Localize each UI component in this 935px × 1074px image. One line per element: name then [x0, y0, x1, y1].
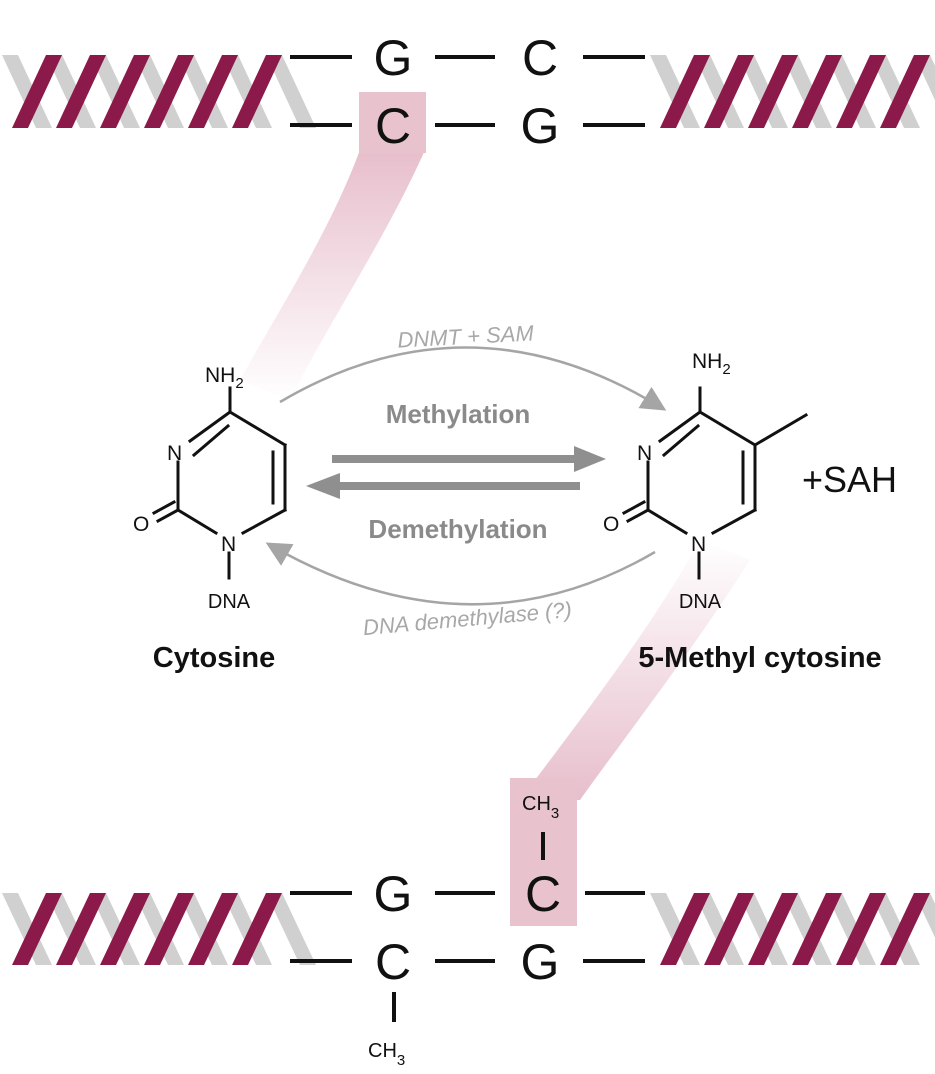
methylcytosine-amine: NH2 — [692, 350, 731, 378]
helix-front-strand — [100, 893, 150, 965]
reverse-arrowhead — [306, 473, 340, 499]
helix-back-strand — [738, 55, 788, 128]
helix-back-strand — [738, 893, 788, 965]
helix-back-strand — [2, 893, 52, 965]
cytosine-dna: DNA — [208, 591, 251, 613]
helix-back-strand — [2, 55, 52, 128]
helix-front-strand — [880, 893, 930, 965]
top-base-pairs: G C C G — [290, 30, 645, 154]
top-upper-left-base: G — [374, 30, 413, 86]
methylcytosine-name: 5-Methyl cytosine — [638, 642, 881, 674]
bottom-lower-right-base: G — [521, 934, 560, 990]
bottom-upper-left-base: G — [374, 866, 413, 922]
top-lower-left-base: C — [375, 98, 411, 154]
helix-front-strand — [748, 55, 798, 128]
helix-front-strand — [836, 893, 886, 965]
helix-back-strand — [782, 893, 832, 965]
helix-back-strand — [870, 893, 920, 965]
reaction-arrows: Methylation Demethylation DNMT + SAM DNA… — [265, 320, 667, 640]
helix-front-strand — [704, 55, 754, 128]
helix-back-strand — [134, 893, 184, 965]
helix-front-strand — [12, 55, 62, 128]
dna-helix-bottom-right — [650, 893, 935, 965]
helix-back-strand — [650, 893, 700, 965]
methylcytosine-n1: N — [691, 533, 706, 556]
helix-back-strand — [826, 893, 876, 965]
helix-back-strand — [826, 55, 876, 128]
helix-front-strand — [188, 55, 238, 128]
helix-front-strand — [792, 893, 842, 965]
helix-back-strand — [46, 893, 96, 965]
forward-curve-arrow — [279, 346, 667, 411]
forward-enzyme-label: DNMT + SAM — [397, 320, 535, 352]
methylcytosine-n3: N — [637, 442, 652, 465]
bottom-base-pairs: CH3 G C C G CH3 — [290, 778, 645, 1069]
helix-front-strand — [748, 893, 798, 965]
cytosine-name: Cytosine — [153, 642, 275, 674]
forward-arrowhead — [574, 446, 606, 472]
bottom-upper-right-base: C — [525, 866, 561, 922]
helix-back-strand — [134, 55, 184, 128]
helix-back-strand — [90, 55, 140, 128]
helix-front-strand — [660, 893, 710, 965]
top-upper-right-base: C — [522, 30, 558, 86]
cytosine-n3: N — [167, 442, 182, 465]
helix-back-strand — [266, 55, 316, 128]
helix-front-strand — [660, 55, 710, 128]
bottom-upper-methyl: CH3 — [522, 793, 559, 822]
helix-front-strand — [232, 55, 282, 128]
demethylation-label: Demethylation — [368, 514, 547, 544]
top-lower-right-base: G — [521, 98, 560, 154]
helix-front-strand — [56, 55, 106, 128]
dna-helix-bottom-left — [2, 893, 316, 965]
helix-back-strand — [694, 55, 744, 128]
helix-front-strand — [144, 55, 194, 128]
top-highlight-box — [359, 92, 426, 153]
helix-back-strand — [222, 55, 272, 128]
helix-front-strand — [880, 55, 930, 128]
cytosine-n1: N — [221, 533, 236, 556]
helix-front-strand — [12, 893, 62, 965]
bottom-connector-shadow — [520, 540, 750, 800]
helix-back-strand — [46, 55, 96, 128]
helix-back-strand — [178, 55, 228, 128]
helix-front-strand — [56, 893, 106, 965]
helix-back-strand — [222, 893, 272, 965]
bottom-lower-left-base: C — [375, 934, 411, 990]
helix-back-strand — [266, 893, 316, 965]
helix-front-strand — [188, 893, 238, 965]
helix-back-strand — [782, 55, 832, 128]
reverse-curve-arrow — [265, 542, 656, 606]
helix-back-strand — [90, 893, 140, 965]
cytosine-structure: NH2 N N O DNA Cytosine — [133, 364, 288, 674]
dna-helix-top-left — [2, 55, 316, 128]
helix-back-strand — [650, 55, 700, 128]
helix-front-strand — [144, 893, 194, 965]
cytosine-oxygen: O — [133, 513, 149, 536]
methylcytosine-dna: DNA — [679, 591, 722, 613]
helix-front-strand — [836, 55, 886, 128]
dna-helix-top-right — [650, 55, 935, 128]
bottom-lower-methyl: CH3 — [368, 1040, 405, 1069]
helix-back-strand — [178, 893, 228, 965]
methylcytosine-oxygen: O — [603, 513, 619, 536]
cytosine-amine: NH2 — [205, 364, 244, 392]
helix-back-strand — [870, 55, 920, 128]
top-connector-shadow — [240, 150, 425, 400]
helix-back-strand — [914, 893, 935, 938]
sah-byproduct: +SAH — [802, 459, 897, 500]
helix-front-strand — [232, 893, 282, 965]
helix-front-strand — [100, 55, 150, 128]
helix-front-strand — [792, 55, 842, 128]
helix-back-strand — [694, 893, 744, 965]
methylation-label: Methylation — [386, 399, 530, 429]
methylcytosine-structure: NH2 N N O DNA 5-Methyl cytosine — [603, 350, 882, 674]
helix-front-strand — [704, 893, 754, 965]
